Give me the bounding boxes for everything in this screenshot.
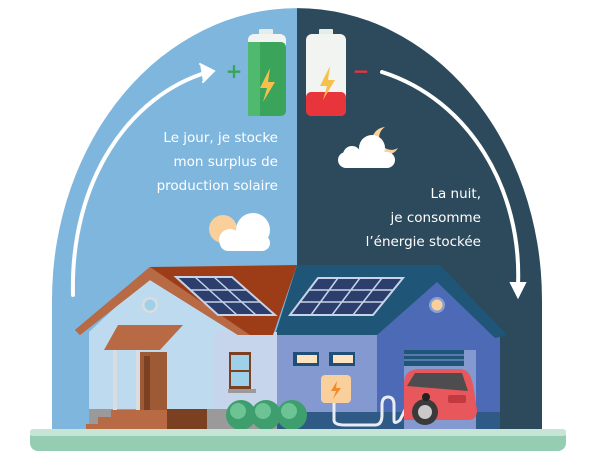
minus-sign: − [353, 59, 370, 83]
sun-cloud-icon [209, 213, 270, 251]
night-caption-line: La nuit, [430, 186, 481, 202]
ev-charger [321, 375, 426, 427]
battery-full-icon [248, 29, 286, 116]
moon-cloud-icon [338, 127, 398, 168]
ground [30, 429, 566, 451]
day-caption: Le jour, je stocke mon surplus de produc… [157, 126, 278, 198]
lightning-icon [260, 68, 275, 102]
plus-sign: + [226, 59, 243, 83]
night-caption-line: l’énergie stockée [365, 234, 481, 250]
electric-car [404, 369, 477, 425]
bushes [226, 400, 307, 430]
night-caption-line: je consomme [390, 210, 482, 226]
night-caption: La nuit, je consomme l’énergie stockée [366, 182, 481, 254]
battery-low-icon [306, 29, 346, 116]
solar-panel [287, 277, 406, 316]
day-arrow [70, 63, 216, 297]
house-illustration [75, 265, 507, 430]
night-arrow [380, 70, 527, 300]
day-caption-line: Le jour, je stocke [163, 130, 278, 146]
day-caption-line: mon surplus de [173, 154, 278, 170]
day-caption-line: production solaire [156, 178, 278, 194]
solar-panel [173, 276, 278, 316]
lightning-icon [320, 66, 335, 100]
